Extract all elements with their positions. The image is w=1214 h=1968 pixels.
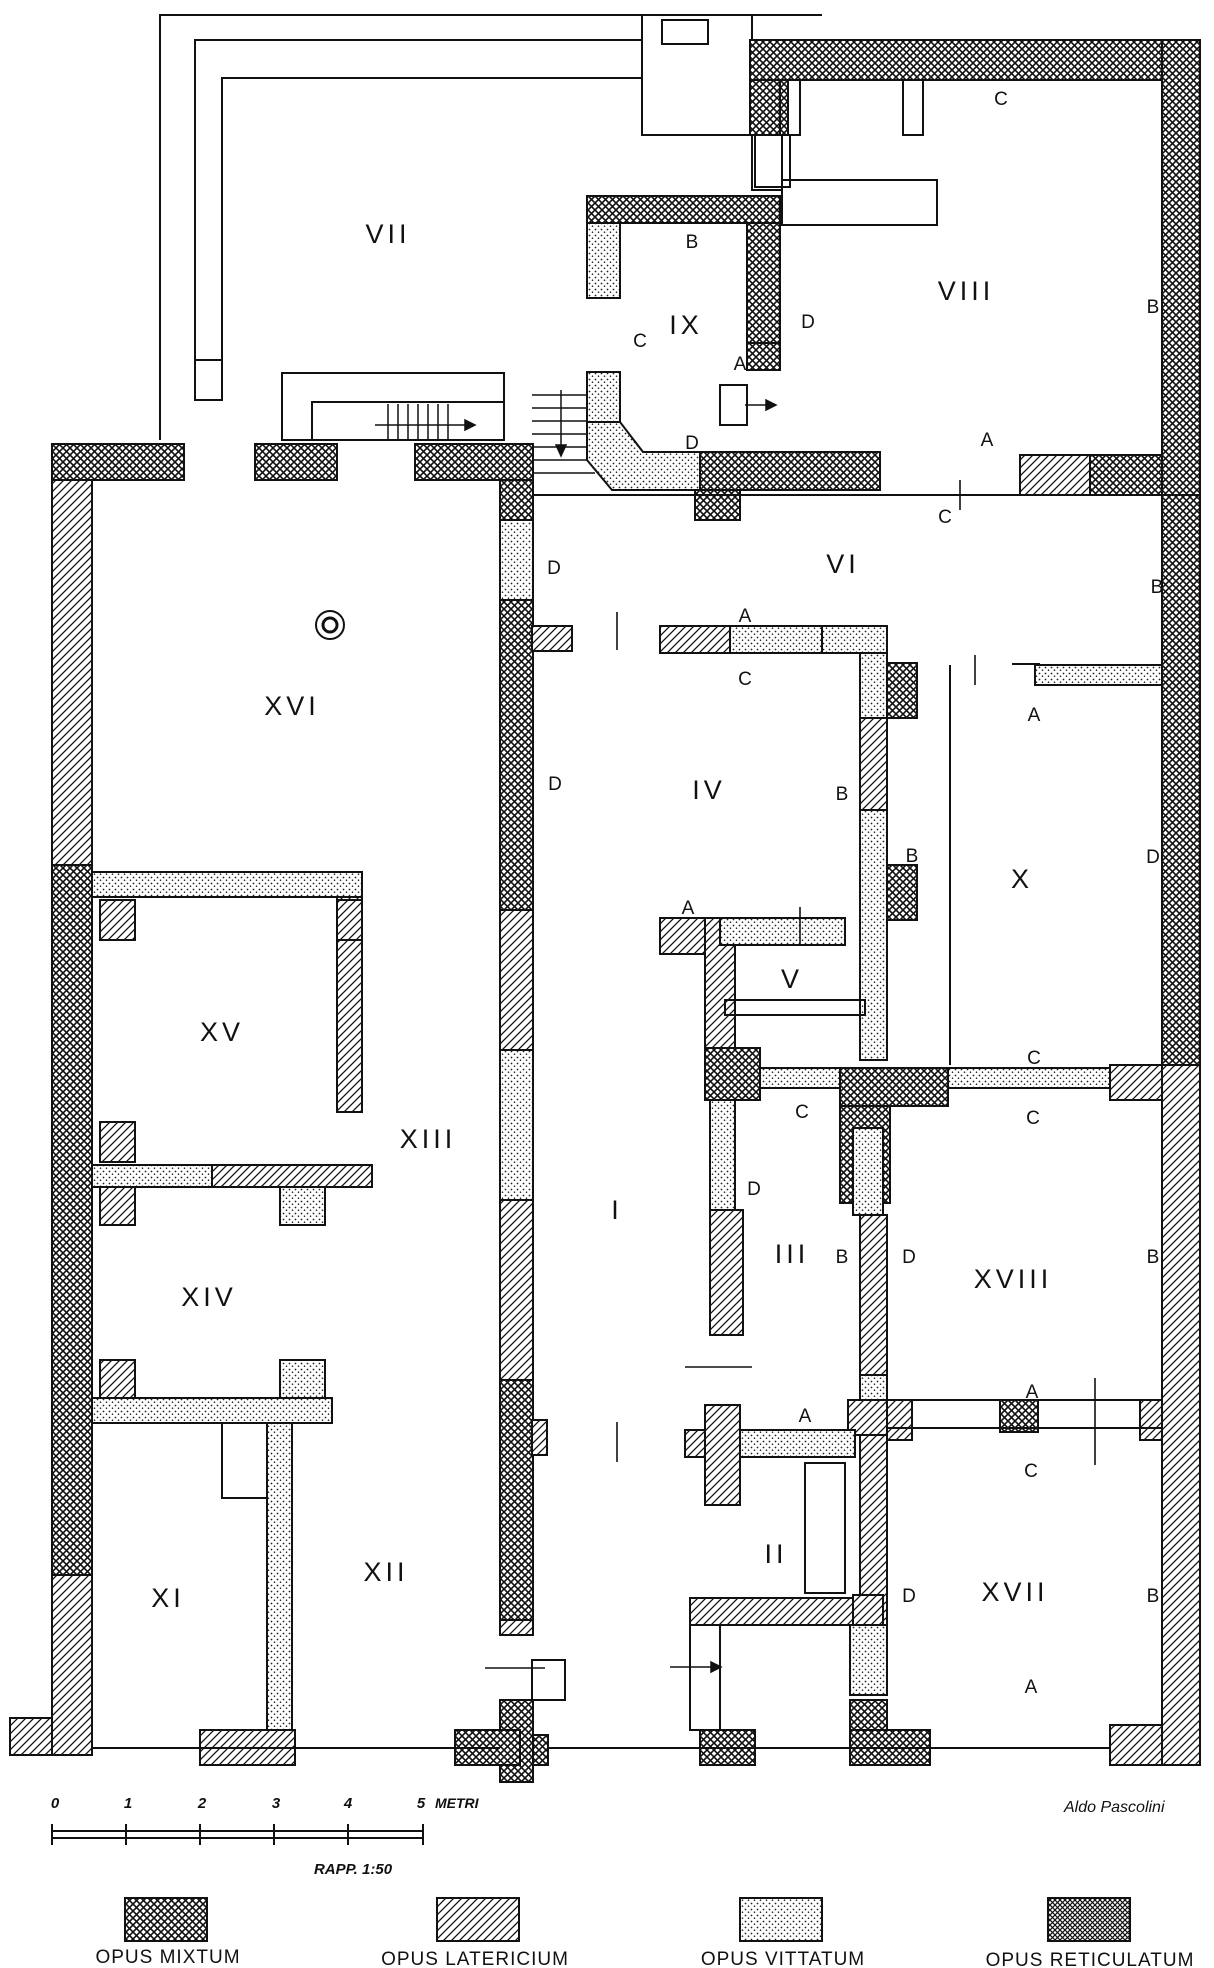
legend-swatch-vittatum: [739, 1897, 823, 1942]
well-icon: [315, 610, 345, 640]
legend-label: OPUS VITTATUM: [701, 1949, 865, 1968]
legend-label: OPUS RETICULATUM: [986, 1950, 1195, 1968]
flow-arrows: [375, 390, 778, 1674]
wall-label: B: [906, 846, 919, 867]
scale-ratio: RAPP. 1:50: [314, 1861, 393, 1878]
room-label-vii: VII: [365, 219, 410, 249]
wall-label: A: [981, 430, 994, 451]
wall-label: D: [902, 1586, 916, 1607]
room-label-x: X: [1011, 864, 1033, 894]
room-label-iii: III: [775, 1239, 810, 1269]
room-label-xi: XI: [151, 1583, 185, 1613]
wall-label: B: [1147, 1247, 1160, 1268]
wall-label: A: [682, 898, 695, 919]
wall-label: D: [547, 558, 561, 579]
legend-swatch-mixtum: [124, 1897, 208, 1942]
room-label-xv: XV: [200, 1017, 244, 1047]
room-label-xiii: XIII: [400, 1124, 457, 1154]
wall-label: C: [938, 507, 952, 528]
author-signature: Aldo Pascolini: [1063, 1799, 1165, 1816]
room-label-xviii: XVIII: [974, 1264, 1053, 1294]
scale-unit: METRI: [435, 1795, 480, 1811]
room-labels: VII IX VIII VI XVI IV X V XV XIII I III …: [151, 219, 1053, 1613]
scale-tick-label: 0: [51, 1795, 60, 1812]
legend-swatch-reticulatum: [1047, 1897, 1131, 1942]
wall-label: A: [1026, 1382, 1039, 1403]
legend-swatch-latericium: [436, 1897, 520, 1942]
wall-label: C: [795, 1102, 809, 1123]
scale-tick-label: 2: [197, 1795, 207, 1812]
room-label-xii: XII: [363, 1557, 408, 1587]
wall-label: C: [1024, 1461, 1038, 1482]
wall-label: D: [801, 312, 815, 333]
wall-labels: C B C D B A D A C D B A C A D B B D A C …: [547, 89, 1163, 1698]
wall-label: C: [633, 331, 647, 352]
wall-label: B: [1151, 577, 1164, 598]
scale-tick-label: 3: [272, 1795, 281, 1812]
wall-label: B: [1147, 297, 1160, 318]
wall-label: A: [799, 1406, 812, 1427]
break-marks: [485, 480, 1096, 1669]
wall-label: B: [836, 1247, 849, 1268]
wall-label: C: [1026, 1108, 1040, 1129]
wall-label: C: [1027, 1048, 1041, 1069]
wall-label: C: [994, 89, 1008, 110]
thresholds: [92, 494, 1162, 1749]
scale-tick-label: 5: [417, 1795, 426, 1812]
wall-label: B: [836, 784, 849, 805]
legend: OPUS MIXTUM OPUS LATERICIUM OPUS VITTATU…: [95, 1897, 1195, 1968]
wall-label: B: [1147, 1586, 1160, 1607]
room-label-i: I: [611, 1195, 623, 1225]
room-label-iv: IV: [692, 775, 726, 805]
wall-label: D: [747, 1179, 761, 1200]
scale-bar: 0 1 2 3 4 5 METRI RAPP. 1:50: [51, 1795, 480, 1878]
wall-label: D: [685, 433, 699, 454]
courtyard-outline: [159, 14, 938, 441]
wall-label: A: [734, 354, 747, 375]
wall-label: A: [739, 606, 752, 627]
legend-label: OPUS LATERICIUM: [381, 1949, 569, 1968]
room-label-ii: II: [764, 1539, 787, 1569]
room-viii-walls: [754, 79, 924, 188]
scale-tick-label: 4: [343, 1795, 353, 1812]
outer-walls: [9, 39, 1201, 1766]
room-label-xvii: XVII: [981, 1577, 1048, 1607]
wall-label: A: [1025, 1677, 1038, 1698]
interior-walls: [454, 625, 1163, 1783]
room-ix-walls: [586, 195, 881, 521]
wall-label: D: [1146, 847, 1160, 868]
room-label-vi: VI: [826, 549, 860, 579]
wall-label: D: [548, 774, 562, 795]
room-label-xvi: XVI: [264, 691, 320, 721]
room-label-ix: IX: [669, 310, 703, 340]
wall-label: B: [686, 232, 699, 253]
room-label-v: V: [781, 964, 803, 994]
west-room-walls: [91, 871, 373, 1766]
room-label-viii: VIII: [938, 276, 995, 306]
scale-tick-label: 1: [124, 1795, 132, 1812]
wall-label: D: [902, 1247, 916, 1268]
wall-label: A: [1028, 705, 1041, 726]
room-label-xiv: XIV: [181, 1282, 237, 1312]
wall-label: C: [738, 669, 752, 690]
legend-label: OPUS MIXTUM: [95, 1947, 240, 1968]
